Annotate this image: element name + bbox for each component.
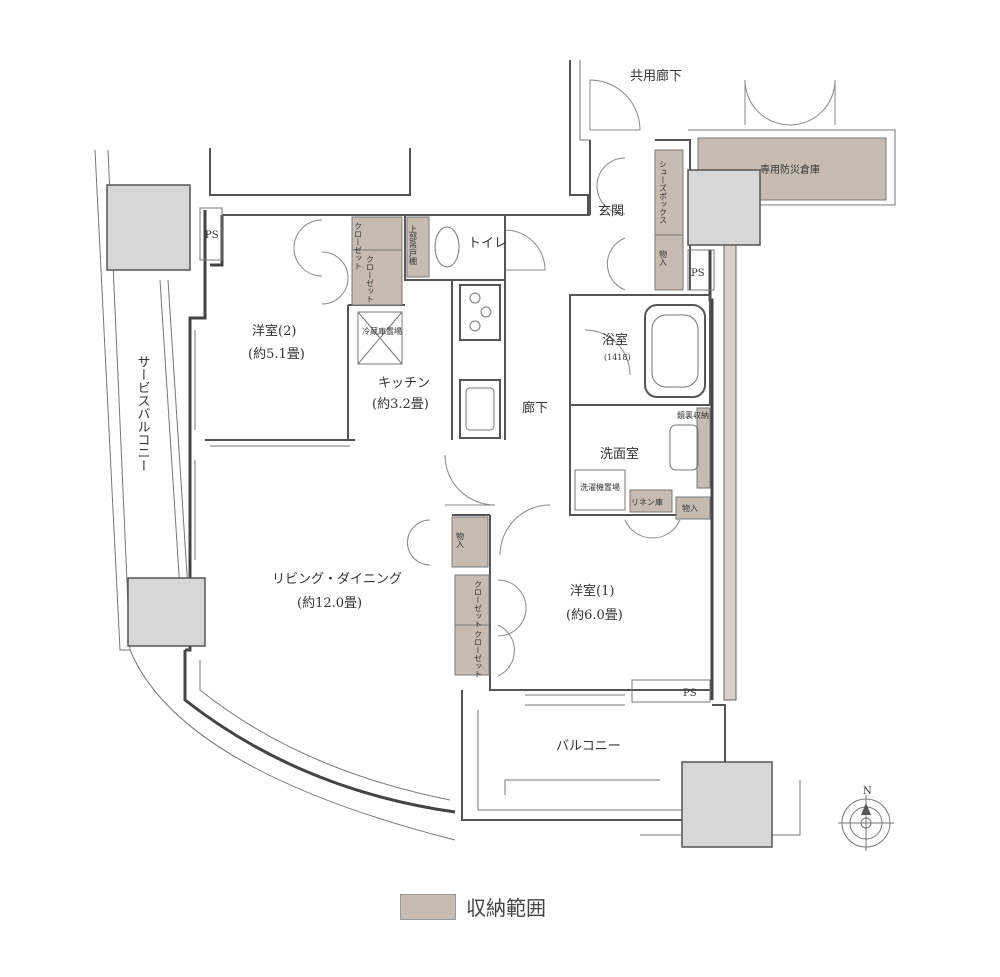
label-hallway: 廊下 <box>522 400 548 416</box>
label-service-balcony: サービスバルコニー <box>135 355 151 472</box>
label-fridge: 冷蔵庫置場 <box>362 326 402 336</box>
label-western1-name: 洋室(1) <box>570 583 614 599</box>
label-storage-hall: 物入 <box>456 531 465 548</box>
label-north: N <box>863 786 872 797</box>
legend: 収納範囲 <box>400 892 546 921</box>
label-storage-wash: 物入 <box>682 503 698 513</box>
storage-areas <box>351 137 887 676</box>
legend-storage-swatch <box>400 893 456 920</box>
label-upper-shelf: 上部吊戸棚 <box>409 225 418 266</box>
label-closet-w1-b: クローゼット <box>474 630 483 678</box>
label-ps-west: PS <box>205 230 219 241</box>
label-corridor-shared: 共用廊下 <box>630 68 682 84</box>
label-closet-w1-a: クローゼット <box>474 580 483 628</box>
label-shoe-box: シューズボックス <box>659 160 668 224</box>
label-kitchen-size: (約3.2畳) <box>372 397 429 412</box>
interior-walls <box>194 139 712 706</box>
room-labels: 共用廊下 専用防災倉庫 玄関 シューズボックス 物入 PS PS PS トイレ … <box>135 68 873 797</box>
label-toilet: トイレ <box>468 236 507 251</box>
label-private-storage: 専用防災倉庫 <box>760 163 820 176</box>
label-bath-size: (1418) <box>604 353 631 362</box>
label-western1-size: (約6.0畳) <box>566 608 623 623</box>
label-living-name: リビング・ダイニング <box>272 572 402 587</box>
label-closet-w2-a: クローゼット <box>354 222 363 270</box>
label-mirror-storage: 鏡裏収納 <box>677 410 709 420</box>
label-storage-entrance: 物入 <box>659 249 668 266</box>
label-entrance: 玄関 <box>598 204 624 219</box>
label-ps-entrance: PS <box>691 268 705 279</box>
label-western2-size: (約5.1畳) <box>248 347 305 362</box>
label-linen: リネン庫 <box>631 497 663 507</box>
label-western2-name: 洋室(2) <box>252 323 296 339</box>
fixtures <box>357 226 706 781</box>
label-living-size: (約12.0畳) <box>297 596 362 611</box>
label-kitchen-name: キッチン <box>378 376 430 391</box>
legend-storage-label: 収納範囲 <box>466 896 546 920</box>
north-compass-icon <box>838 795 894 851</box>
label-bath-name: 浴室 <box>602 332 628 348</box>
label-washroom: 洗面室 <box>600 446 639 462</box>
label-ps-south: PS <box>683 688 697 699</box>
door-swings <box>293 79 836 677</box>
label-washer: 洗濯機置場 <box>580 482 620 492</box>
label-closet-w2-b: クローゼット <box>366 255 375 303</box>
pipe-shafts <box>106 169 773 848</box>
label-balcony: バルコニー <box>556 739 621 754</box>
